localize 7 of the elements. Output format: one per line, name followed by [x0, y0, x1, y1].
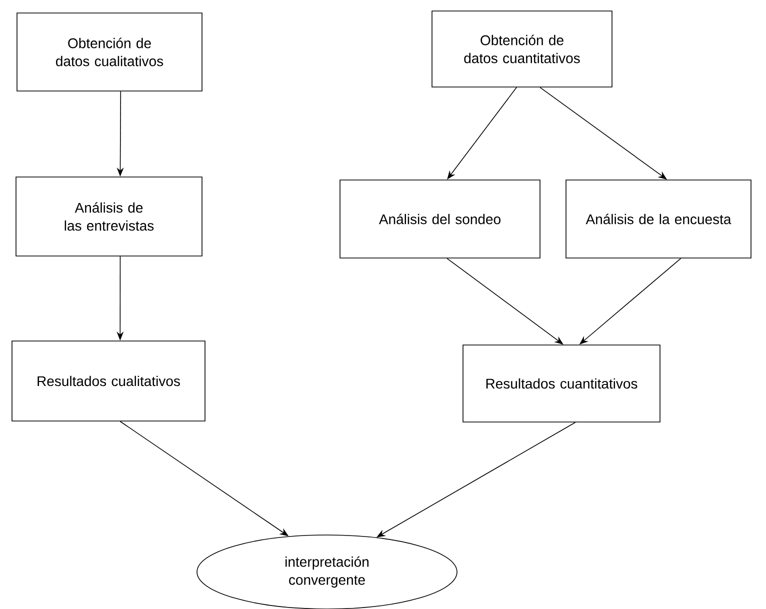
process-box: Análisis del sondeo [340, 180, 540, 258]
process-box: Análisis de la encuesta [566, 180, 752, 258]
process-box: Obtención de datos cualitativos [16, 12, 202, 92]
process-box: Análisis de las entrevistas [16, 176, 202, 256]
process-box: Obtención de datos cuantitativos [432, 10, 612, 88]
process-box: Resultados cuantitativos [462, 344, 660, 422]
process-box: Resultados cualitativos [12, 340, 206, 422]
